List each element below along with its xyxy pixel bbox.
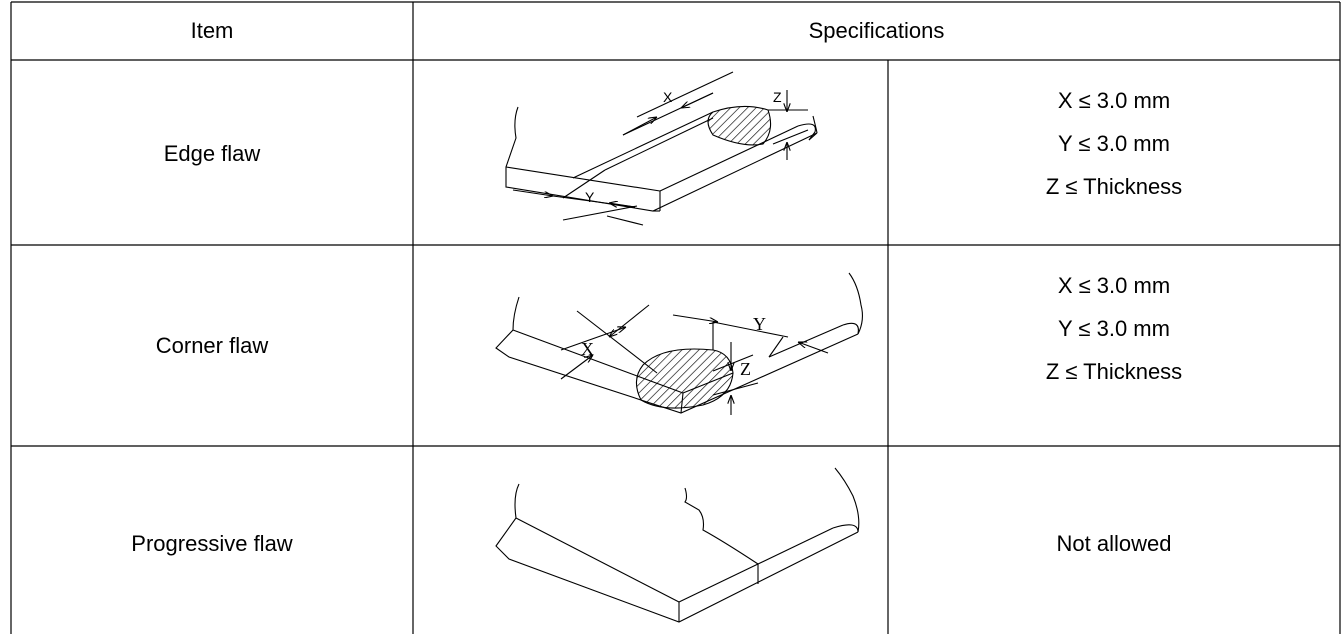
- row-corner-flaw-label: Corner flaw: [155, 333, 269, 358]
- corner-spec-z: Z ≤ Thickness: [1045, 359, 1183, 384]
- edge-spec-x: X ≤ 3.0 mm: [1057, 88, 1171, 113]
- corner-spec-x: X ≤ 3.0 mm: [1057, 273, 1171, 298]
- header-item: Item: [190, 18, 234, 43]
- row-progressive-flaw-label: Progressive flaw: [131, 531, 293, 556]
- corner-flaw-specs: X ≤ 3.0 mm Y ≤ 3.0 mm Z ≤ Thickness: [888, 273, 1340, 402]
- row-edge-flaw-label: Edge flaw: [163, 141, 261, 166]
- edge-flaw-diagram: X Z Y: [505, 71, 818, 226]
- edge-spec-y: Y ≤ 3.0 mm: [1058, 131, 1170, 156]
- corner-z-label: Z: [740, 359, 751, 379]
- edge-spec-z: Z ≤ Thickness: [1045, 174, 1183, 199]
- corner-y-label: Y: [753, 314, 766, 334]
- edge-flaw-specs: X ≤ 3.0 mm Y ≤ 3.0 mm Z ≤ Thickness: [888, 88, 1340, 217]
- edge-y-label: Y: [585, 189, 595, 205]
- progressive-flaw-spec: Not allowed: [1056, 531, 1172, 556]
- corner-x-label: X: [581, 339, 594, 359]
- progressive-flaw-diagram: [495, 467, 860, 623]
- edge-x-label: X: [663, 89, 673, 105]
- corner-flaw-diagram: X Y Z: [495, 272, 864, 415]
- header-specifications: Specifications: [808, 18, 945, 43]
- corner-spec-y: Y ≤ 3.0 mm: [1058, 316, 1170, 341]
- edge-z-label: Z: [773, 89, 782, 105]
